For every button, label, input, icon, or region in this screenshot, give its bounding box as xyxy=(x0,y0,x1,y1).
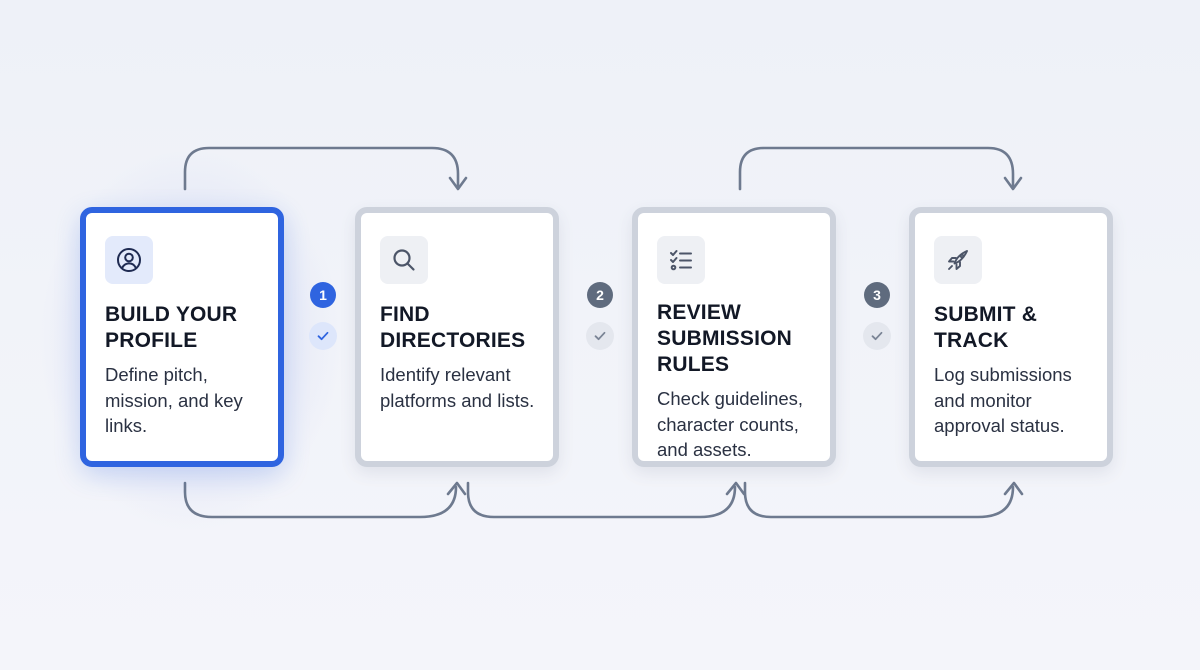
arrowhead-bottom-1-to-2 xyxy=(446,481,467,496)
search-icon xyxy=(380,236,428,284)
user-circle-icon xyxy=(105,236,153,284)
step-description: Identify relevant platforms and lists. xyxy=(380,364,535,411)
checklist-icon xyxy=(657,236,705,284)
arrow-bottom-2-to-3 xyxy=(466,481,737,519)
arrowhead-top-3-to-4 xyxy=(1003,176,1023,191)
step-number-badge-3: 3 xyxy=(864,282,890,308)
step-card-review-rules[interactable]: REVIEW SUBMISSION RULES Check guidelines… xyxy=(632,207,836,467)
check-icon xyxy=(309,322,337,350)
step-title: FIND DIRECTORIES xyxy=(380,303,526,352)
arrowhead-bottom-3-to-4 xyxy=(1003,481,1024,496)
step-title: BUILD YOUR PROFILE xyxy=(105,303,238,352)
arrow-bottom-3-to-4 xyxy=(743,481,1015,519)
check-icon xyxy=(586,322,614,350)
arrow-top-1-to-2 xyxy=(183,146,460,191)
step-title: REVIEW SUBMISSION RULES xyxy=(657,301,793,376)
rocket-icon xyxy=(934,236,982,284)
step-number-badge-2: 2 xyxy=(587,282,613,308)
step-description: Define pitch, mission, and key links. xyxy=(105,364,243,436)
arrowhead-top-1-to-2 xyxy=(448,176,468,191)
arrow-top-3-to-4 xyxy=(738,146,1015,191)
step-card-find-directories[interactable]: FIND DIRECTORIES Identify relevant platf… xyxy=(355,207,559,467)
step-title: SUBMIT & TRACK xyxy=(934,303,1038,352)
step-number-badge-1: 1 xyxy=(310,282,336,308)
step-description: Check guidelines, character counts, and … xyxy=(657,388,804,460)
arrowhead-bottom-2-to-3 xyxy=(725,481,746,496)
step-description: Log submissions and monitor approval sta… xyxy=(934,364,1072,436)
check-icon xyxy=(863,322,891,350)
arrow-bottom-1-to-2 xyxy=(183,481,458,519)
step-card-submit-track[interactable]: SUBMIT & TRACK Log submissions and monit… xyxy=(909,207,1113,467)
step-card-build-profile[interactable]: BUILD YOUR PROFILE Define pitch, mission… xyxy=(80,207,284,467)
